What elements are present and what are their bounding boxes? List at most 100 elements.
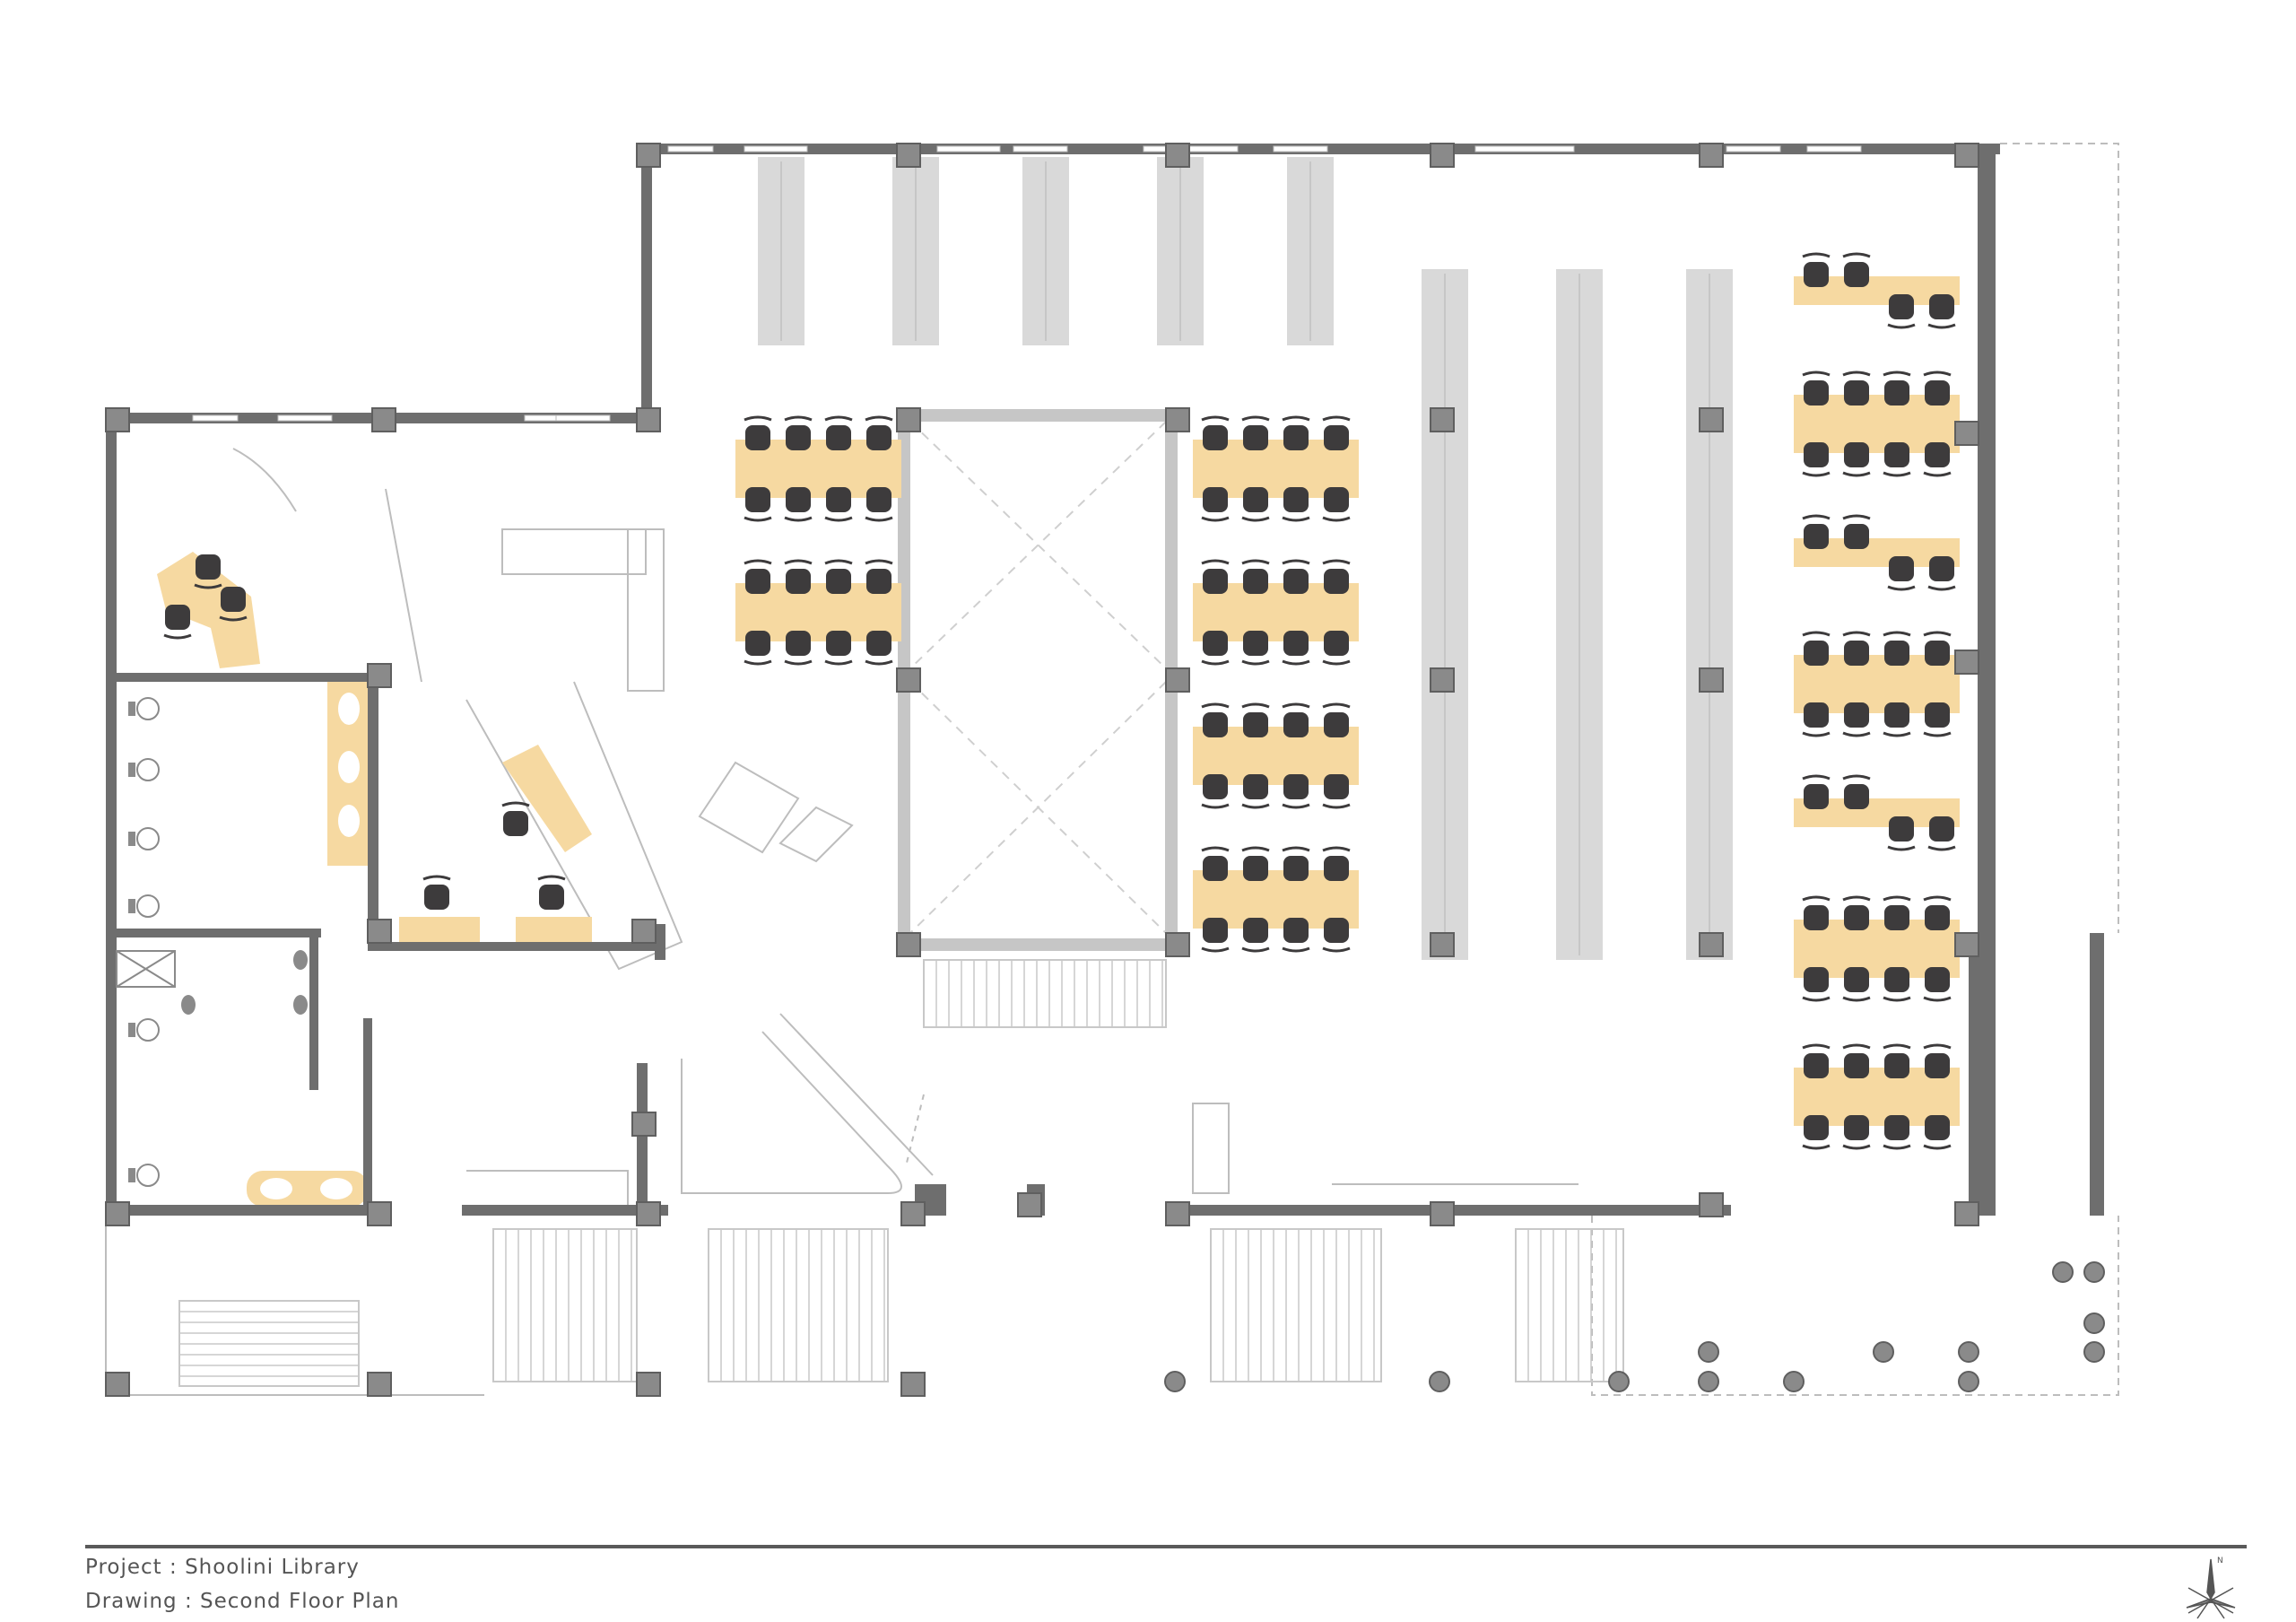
table-east-2-chair-bottom-1	[1241, 631, 1270, 666]
void-cross	[909, 681, 1167, 934]
table-east-1-chair-bottom-3	[1322, 487, 1351, 522]
table-wall-7-chair-top-2	[1883, 1043, 1911, 1078]
window-5	[1183, 145, 1239, 153]
chair-back	[1927, 323, 1956, 329]
chair-seat	[1283, 631, 1309, 656]
column-33	[1954, 1201, 1979, 1226]
chair-back	[1282, 559, 1310, 565]
table-east-4-chair-bottom-2	[1282, 918, 1310, 953]
chair-back	[1201, 846, 1230, 852]
chair-seat	[1804, 442, 1829, 467]
chair-back	[1842, 996, 1871, 1002]
chair-seat	[221, 587, 246, 612]
chair-seat	[1203, 918, 1228, 943]
table-wall-2-chair-top-3	[1923, 371, 1952, 406]
chair-seat	[1243, 712, 1268, 737]
table-east-2-chair-bottom-3	[1322, 631, 1351, 666]
chair-back	[1923, 471, 1952, 477]
column-3	[1430, 143, 1455, 168]
column-27	[636, 1201, 661, 1226]
window-11	[277, 414, 333, 422]
title-block: Project : Shoolini Library Drawing : Sec…	[85, 1545, 2247, 1617]
chair-back	[1842, 1144, 1871, 1150]
column-32	[1699, 1192, 1724, 1217]
table-wall-5-chair-top-1	[1842, 774, 1871, 809]
wall-11	[368, 673, 378, 951]
chair-seat	[1929, 816, 1954, 842]
table-wall-4-chair-top-2	[1883, 631, 1911, 666]
chair-seat	[1324, 712, 1349, 737]
wc-4	[136, 1018, 160, 1042]
chair-back	[1842, 895, 1871, 902]
table-east-4-chair-top-2	[1282, 846, 1310, 881]
table-wall-1-chair-top-0	[1802, 252, 1831, 287]
table-wall-7-chair-top-3	[1923, 1043, 1952, 1078]
column-21	[1165, 932, 1190, 957]
chair-back	[1842, 252, 1871, 258]
chair-back	[1927, 585, 1956, 591]
chair-seat	[1889, 816, 1914, 842]
table-east-1-chair-top-3	[1322, 415, 1351, 450]
chair-back	[1842, 514, 1871, 520]
chair-seat	[1203, 425, 1228, 450]
chair-seat	[1804, 262, 1829, 287]
table-east-3-chair-bottom-1	[1241, 774, 1270, 809]
chair-back	[1241, 559, 1270, 565]
chair-back	[1883, 631, 1911, 637]
chair-seat	[1324, 774, 1349, 799]
chair-back	[1322, 559, 1351, 565]
chair-seat	[424, 885, 449, 910]
chair-seat	[1283, 856, 1309, 881]
chair-back	[1201, 659, 1230, 666]
column-29	[1017, 1192, 1042, 1217]
chair-back	[1282, 702, 1310, 709]
column-5	[1954, 143, 1979, 168]
window-9	[1806, 145, 1862, 153]
chair-back	[784, 516, 813, 522]
chair-back	[1842, 471, 1871, 477]
chair-seat	[1283, 918, 1309, 943]
column-4	[1699, 143, 1724, 168]
table-wall-2-chair-bottom-3	[1923, 442, 1952, 477]
table-west-1-chair-top-1	[784, 415, 813, 450]
chair-back	[194, 583, 222, 589]
chair-seat	[1283, 487, 1309, 512]
table-east-4-chair-bottom-3	[1322, 918, 1351, 953]
chair-seat	[1884, 702, 1909, 728]
chair-back	[1842, 774, 1871, 780]
wc-tank-1	[128, 763, 135, 777]
chair-back	[1241, 702, 1270, 709]
chair-back	[865, 516, 893, 522]
table-east-4-chair-top-1	[1241, 846, 1270, 881]
chair-back	[1923, 996, 1952, 1002]
table-west-2-chair-top-3	[865, 559, 893, 594]
chair-back	[1842, 731, 1871, 737]
chair-seat	[1324, 569, 1349, 594]
staff-chair-3	[163, 605, 192, 640]
table-wall-7-chair-bottom-2	[1883, 1115, 1911, 1150]
chair-back	[1322, 846, 1351, 852]
chair-back	[744, 516, 772, 522]
wall-12	[368, 942, 664, 951]
chair-back	[1842, 631, 1871, 637]
chair-back	[1923, 1144, 1952, 1150]
chair-back	[1201, 803, 1230, 809]
table-wall-6-chair-top-0	[1802, 895, 1831, 930]
chair-seat	[866, 487, 891, 512]
chair-seat	[1884, 967, 1909, 992]
table-east-3-chair-bottom-0	[1201, 774, 1230, 809]
chair-back	[1923, 731, 1952, 737]
chair-back	[1802, 1043, 1831, 1050]
north-arrow-icon: N	[2186, 1557, 2236, 1619]
chair-seat	[1283, 425, 1309, 450]
chair-seat	[1324, 631, 1349, 656]
column-30	[1165, 1201, 1190, 1226]
staff-chair-1	[194, 554, 222, 589]
urinal-1	[293, 995, 308, 1015]
chair-back	[865, 415, 893, 422]
chair-seat	[196, 554, 221, 580]
chair-back	[1842, 371, 1871, 377]
round-column-7	[1873, 1341, 1894, 1363]
table-west-2-chair-bottom-0	[744, 631, 772, 666]
chair-back	[1322, 803, 1351, 809]
